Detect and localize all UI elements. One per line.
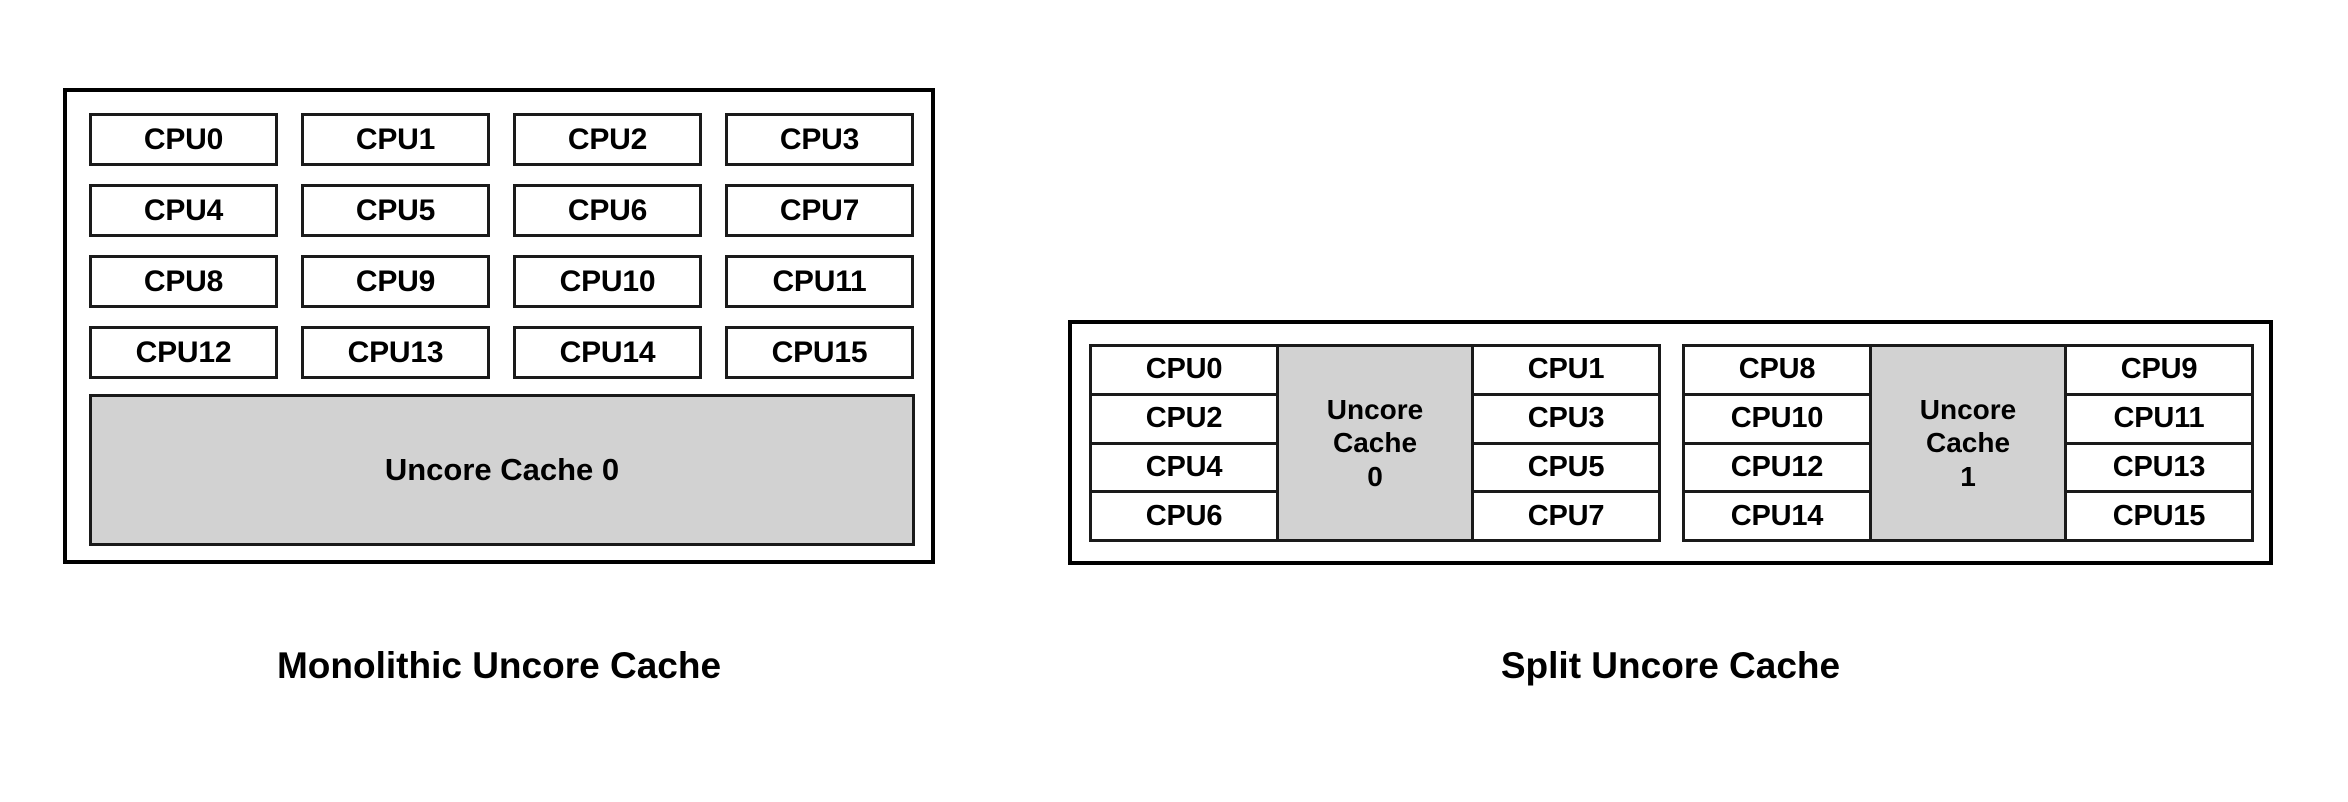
cpu-box: CPU2: [1089, 392, 1279, 445]
cluster-0-left-cpu-column: CPU0 CPU2 CPU4 CPU6: [1089, 344, 1279, 542]
cpu-box: CPU6: [513, 184, 702, 237]
cpu-box: CPU3: [725, 113, 914, 166]
split-caption: Split Uncore Cache: [1500, 645, 1841, 686]
monolithic-caption: Monolithic Uncore Cache: [276, 645, 722, 686]
cpu-box: CPU15: [2064, 490, 2254, 542]
cpu-box: CPU2: [513, 113, 702, 166]
cpu-box: CPU9: [2064, 344, 2254, 396]
cpu-box: CPU14: [1682, 490, 1872, 542]
uncore-cache-label-line1: Uncore: [1919, 394, 2017, 426]
cpu-box: CPU13: [301, 326, 490, 379]
cpu-box: CPU4: [1089, 441, 1279, 494]
cluster-1-right-cpu-column: CPU9 CPU11 CPU13 CPU15: [2064, 344, 2254, 542]
cpu-box: CPU8: [89, 255, 278, 308]
cpu-box: CPU11: [2064, 392, 2254, 445]
cluster-1-left-cpu-column: CPU8 CPU10 CPU12 CPU14: [1682, 344, 1872, 542]
uncore-cache-label-line1: Uncore: [1326, 394, 1424, 426]
cpu-box: CPU8: [1682, 344, 1872, 396]
cpu-box: CPU3: [1471, 392, 1661, 445]
cpu-box: CPU13: [2064, 441, 2254, 494]
cpu-box: CPU11: [725, 255, 914, 308]
uncore-cache-box: Uncore Cache 0: [1276, 344, 1474, 542]
split-package-outline: CPU0 CPU2 CPU4 CPU6 Uncore Cache 0 CPU1 …: [1068, 320, 2273, 565]
cpu-box: CPU1: [1471, 344, 1661, 396]
uncore-cache-label-line3: 0: [1367, 460, 1383, 492]
split-cluster-1: CPU8 CPU10 CPU12 CPU14 Uncore Cache 1 CP…: [1682, 344, 2260, 542]
cpu-box: CPU10: [513, 255, 702, 308]
cpu-box: CPU7: [725, 184, 914, 237]
monolithic-package-outline: CPU0 CPU1 CPU2 CPU3 CPU4 CPU5 CPU6 CPU7 …: [63, 88, 935, 564]
monolithic-cpu-grid: CPU0 CPU1 CPU2 CPU3 CPU4 CPU5 CPU6 CPU7 …: [89, 113, 915, 380]
cpu-box: CPU5: [301, 184, 490, 237]
cpu-box: CPU0: [89, 113, 278, 166]
uncore-cache-box: Uncore Cache 1: [1869, 344, 2067, 542]
cpu-box: CPU6: [1089, 490, 1279, 542]
cpu-box: CPU9: [301, 255, 490, 308]
uncore-cache-label-line2: Cache: [1925, 427, 2011, 459]
cpu-box: CPU14: [513, 326, 702, 379]
cpu-box: CPU7: [1471, 490, 1661, 542]
cpu-box: CPU12: [1682, 441, 1872, 494]
cpu-box: CPU15: [725, 326, 914, 379]
uncore-cache-box: Uncore Cache 0: [89, 394, 915, 546]
cpu-box: CPU4: [89, 184, 278, 237]
cluster-0-right-cpu-column: CPU1 CPU3 CPU5 CPU7: [1471, 344, 1661, 542]
cpu-box: CPU1: [301, 113, 490, 166]
cpu-box: CPU10: [1682, 392, 1872, 445]
cpu-box: CPU12: [89, 326, 278, 379]
uncore-cache-label-line2: Cache: [1332, 427, 1418, 459]
split-cluster-0: CPU0 CPU2 CPU4 CPU6 Uncore Cache 0 CPU1 …: [1089, 344, 1667, 542]
cpu-box: CPU0: [1089, 344, 1279, 396]
uncore-cache-label-line3: 1: [1960, 460, 1976, 492]
cpu-box: CPU5: [1471, 441, 1661, 494]
